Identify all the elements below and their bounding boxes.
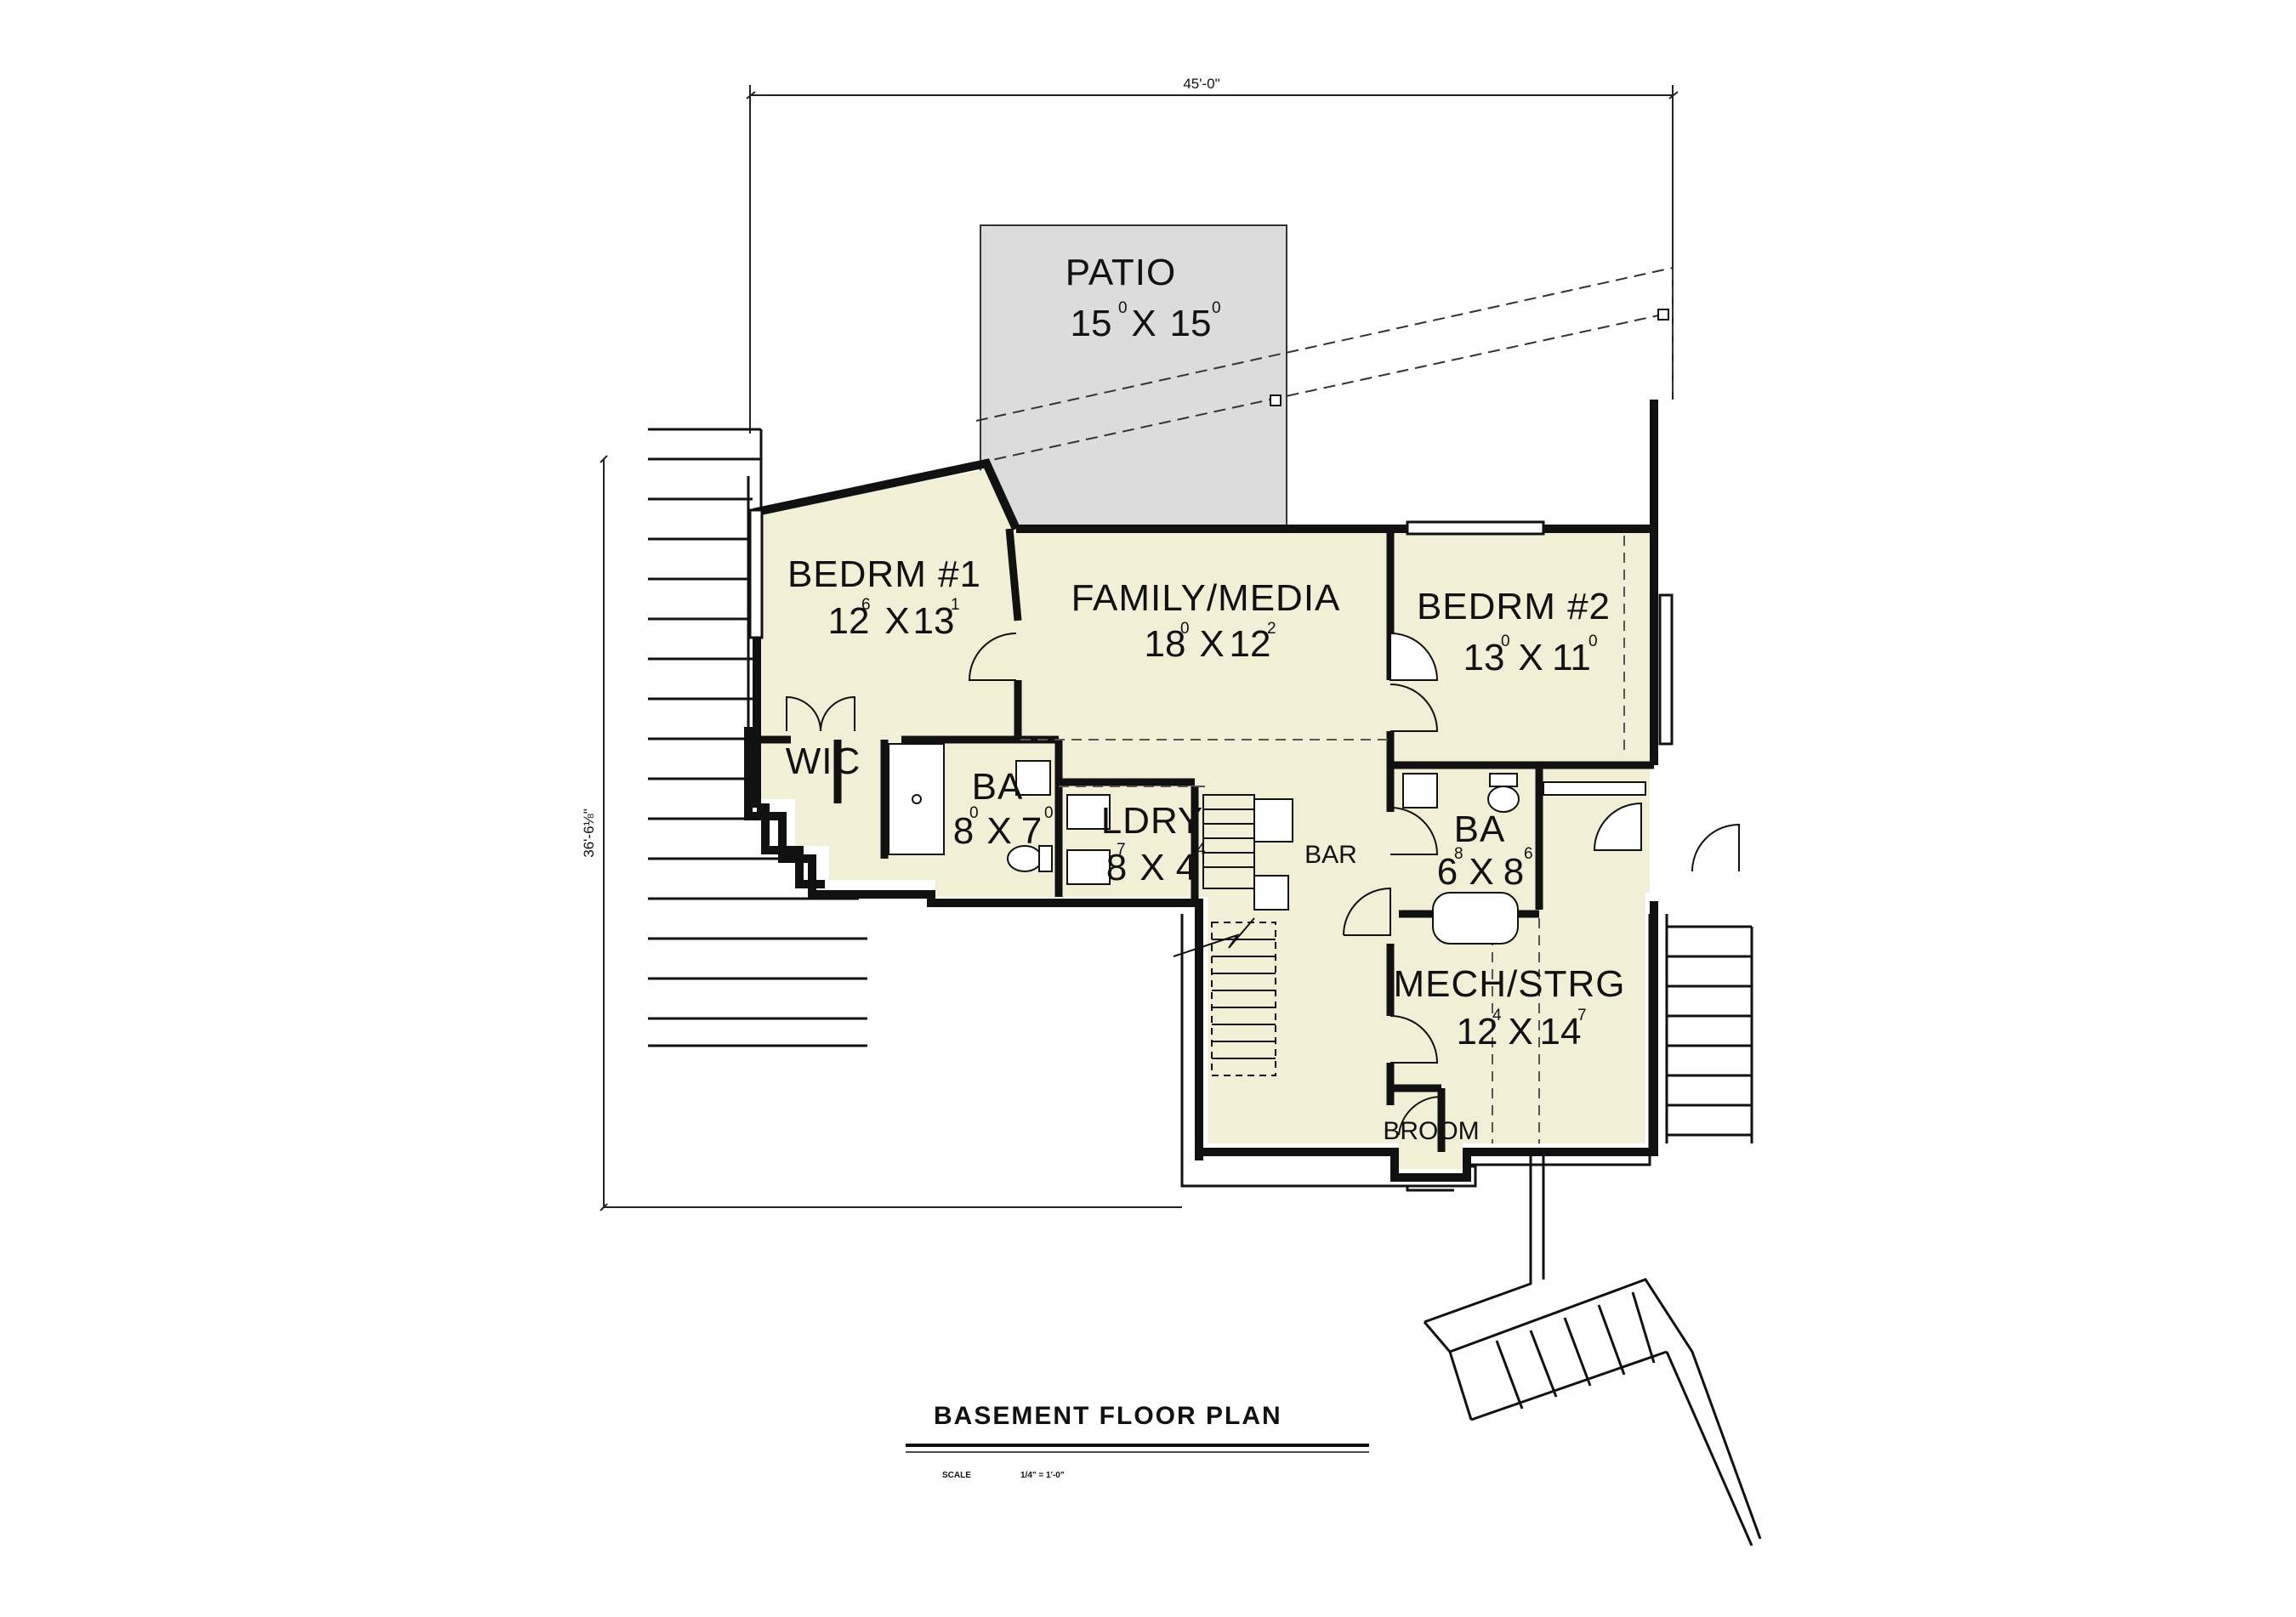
svg-text:X: X xyxy=(1139,847,1164,888)
room-label-family-media: FAMILY/MEDIA 18 0 X 12 2 xyxy=(1071,577,1341,665)
patio-slab xyxy=(980,224,1287,528)
room-width-inches: 0 xyxy=(1118,299,1128,317)
room-label-bedrm2: BEDRM #2 13 0 X 11 0 xyxy=(1417,586,1611,678)
room-width: 8 xyxy=(1106,847,1127,888)
room-label-patio: PATIO 15 0 X 15 0 xyxy=(1066,252,1221,344)
svg-text:X: X xyxy=(884,600,909,642)
room-name: BA xyxy=(1454,808,1506,850)
svg-text:X: X xyxy=(1469,851,1493,893)
room-width: 6 xyxy=(1437,851,1458,893)
room-label-bar: BAR xyxy=(1304,841,1357,869)
exterior-stairs-right xyxy=(1665,914,1753,1143)
room-width-inches: 6 xyxy=(861,596,871,614)
room-name: BA xyxy=(972,766,1024,808)
plan-title: BASEMENT FLOOR PLAN xyxy=(934,1402,1282,1430)
room-label-ldry: LDRY 8 7 X 4 4 xyxy=(1101,800,1206,888)
room-depth: 7 xyxy=(1021,810,1042,852)
room-label-ba2: BA 6 8 X 8 6 xyxy=(1437,808,1533,893)
exterior-stairs-bottom xyxy=(1423,1152,1762,1546)
room-width-inches: 0 xyxy=(1501,633,1510,650)
room-name: BEDRM #1 xyxy=(787,553,981,595)
room-depth-inches: 6 xyxy=(1524,845,1533,863)
room-name: PATIO xyxy=(1066,252,1177,293)
room-label-wic: WIC xyxy=(786,740,861,782)
room-name: LDRY xyxy=(1101,800,1204,842)
scale-value: 1/4" = 1'-0" xyxy=(1020,1471,1065,1480)
post-marker xyxy=(1270,394,1282,406)
room-width-inches: 4 xyxy=(1492,1007,1502,1024)
room-width-inches: 0 xyxy=(1180,620,1190,638)
svg-text:X: X xyxy=(1508,1011,1532,1052)
room-width: 8 xyxy=(953,810,974,852)
svg-text:X: X xyxy=(1199,623,1224,665)
ceiling-dashed-lines xyxy=(1020,536,1625,1143)
room-depth-inches: 2 xyxy=(1267,620,1276,638)
room-label-bedrm1: BEDRM #1 12 6 X 13 1 xyxy=(787,553,981,642)
room-depth-inches: 4 xyxy=(1196,841,1206,859)
room-depth-inches: 7 xyxy=(1577,1007,1587,1024)
room-width-inches: 8 xyxy=(1454,845,1463,863)
room-depth: 12 xyxy=(1230,623,1271,665)
roof-overhang-lines xyxy=(975,267,1674,464)
room-width-inches: 0 xyxy=(969,804,979,822)
doors xyxy=(786,632,1740,1136)
windows xyxy=(748,474,1674,746)
fixtures xyxy=(888,743,1646,945)
exterior-wall-outline xyxy=(747,476,1651,1192)
room-width: 12 xyxy=(828,600,870,642)
room-width: 18 xyxy=(1145,623,1186,665)
room-depth: 15 xyxy=(1170,303,1212,344)
dimension-lines xyxy=(600,85,1679,1211)
room-depth-inches: 0 xyxy=(1212,299,1221,317)
floor-area xyxy=(757,469,1658,1169)
room-depth: 13 xyxy=(913,600,955,642)
overall-width-label: 45'-0" xyxy=(1183,76,1219,92)
room-label-ba1: BA 8 0 X 7 0 xyxy=(953,766,1054,852)
post-marker xyxy=(1657,309,1669,321)
svg-text:X: X xyxy=(986,810,1011,852)
room-width: 12 xyxy=(1457,1011,1498,1052)
room-width: 13 xyxy=(1463,637,1505,678)
room-name: FAMILY/MEDIA xyxy=(1071,577,1341,619)
svg-text:X: X xyxy=(1131,303,1156,344)
room-depth-inches: 0 xyxy=(1588,633,1598,650)
room-depth: 8 xyxy=(1503,851,1524,893)
room-width: 15 xyxy=(1071,303,1112,344)
room-depth: 14 xyxy=(1540,1011,1582,1052)
room-width-inches: 7 xyxy=(1117,841,1126,859)
room-depth: 4 xyxy=(1176,847,1196,888)
room-label-mech-strg: MECH/STRG 12 4 X 14 7 xyxy=(1394,963,1626,1052)
overall-depth-label: 36'-6⅛" xyxy=(581,808,597,857)
room-label-broom: BROOM xyxy=(1383,1117,1479,1145)
room-name: BEDRM #2 xyxy=(1417,586,1611,627)
scale-label: SCALE xyxy=(942,1471,971,1480)
room-depth-inches: 0 xyxy=(1044,804,1054,822)
room-name: MECH/STRG xyxy=(1394,963,1626,1005)
room-depth-inches: 1 xyxy=(951,596,960,614)
room-depth: 11 xyxy=(1552,637,1591,678)
svg-text:X: X xyxy=(1518,637,1543,678)
